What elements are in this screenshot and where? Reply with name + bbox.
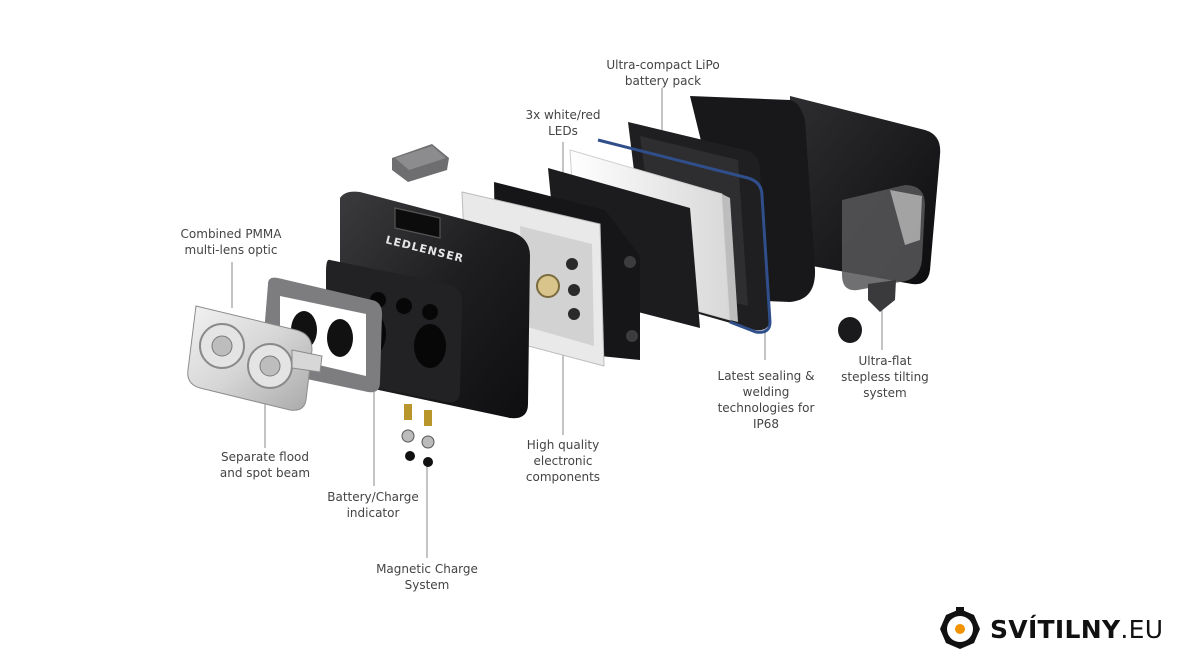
callout-line: technologies for (717, 401, 815, 415)
callout-line: and spot beam (219, 466, 311, 480)
callout-line: Ultra-compact LiPo (606, 58, 720, 72)
callout-battery-indicator: Battery/Charge indicator (308, 489, 438, 521)
callout-flood-spot: Separate flood and spot beam (204, 449, 326, 481)
callout-line: System (404, 578, 450, 592)
callout-line: components (525, 470, 601, 484)
callout-line: Combined PMMA (180, 227, 282, 241)
callout-tilting: Ultra-flat stepless tilting system (826, 353, 944, 401)
logo-tld: .EU (1120, 614, 1164, 644)
callout-line: indicator (346, 506, 400, 520)
callout-line: multi-lens optic (184, 243, 278, 257)
button-cap-top (395, 146, 446, 170)
callout-lipo-battery: Ultra-compact LiPo battery pack (592, 57, 734, 89)
callout-line: system (863, 386, 907, 400)
callout-line: battery pack (624, 74, 702, 88)
callout-line: Magnetic Charge (376, 562, 478, 576)
callout-magnetic-charge: Magnetic Charge System (366, 561, 488, 593)
logo-text: SVÍTILNY.EU (990, 615, 1163, 644)
callout-sealing: Latest sealing & welding technologies fo… (704, 368, 828, 432)
svitilny-logo: SVÍTILNY.EU (938, 604, 1163, 654)
callout-line: stepless tilting (841, 370, 929, 384)
callout-line: electronic (533, 454, 593, 468)
callout-electronics: High quality electronic components (513, 437, 613, 485)
callout-line: 3x white/red (525, 108, 601, 122)
flashlight-lens-icon (940, 607, 980, 649)
callout-line: LEDs (548, 124, 578, 138)
callout-line: IP68 (752, 417, 780, 431)
pmma-lens (187, 305, 323, 411)
magnetic-charge-parts (401, 404, 435, 467)
callout-line: Battery/Charge (327, 490, 419, 504)
tilt-knob (838, 317, 862, 343)
callout-line: Latest sealing & (717, 369, 815, 383)
callout-line: welding (742, 385, 790, 399)
callout-line: High quality (526, 438, 600, 452)
callout-pmma-optic: Combined PMMA multi-lens optic (150, 226, 312, 258)
led-icon (536, 274, 560, 298)
callout-line: Separate flood (220, 450, 310, 464)
sealing-ring (597, 138, 772, 334)
logo-name: SVÍTILNY (990, 614, 1121, 644)
callout-line: Ultra-flat (858, 354, 912, 368)
callout-leds: 3x white/red LEDs (503, 107, 623, 139)
